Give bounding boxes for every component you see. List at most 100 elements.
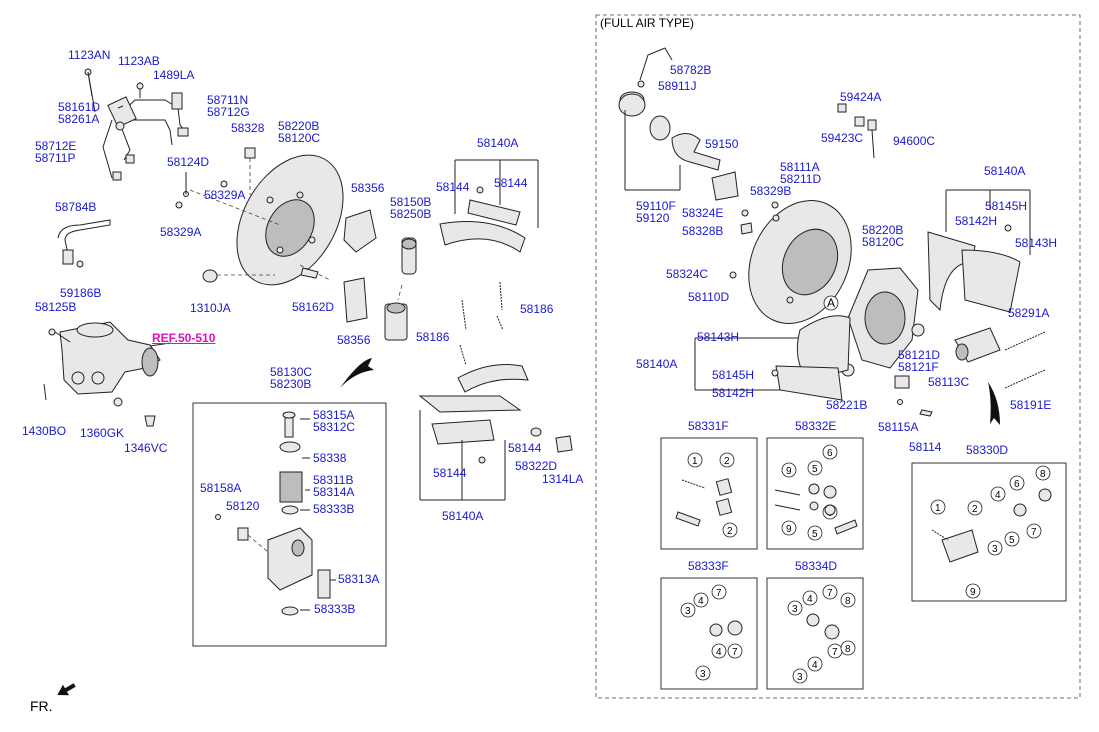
part-label[interactable]: 58120C bbox=[278, 131, 321, 145]
part-label[interactable]: 58329A bbox=[204, 188, 246, 202]
part-label[interactable]: 58911J bbox=[658, 79, 697, 93]
part-label[interactable]: 58110D bbox=[688, 290, 730, 304]
part-label[interactable]: 58186 bbox=[416, 330, 450, 344]
part-label[interactable]: 59424A bbox=[840, 90, 882, 104]
part-label[interactable]: 58338 bbox=[313, 451, 347, 465]
part-label[interactable]: 58113C bbox=[928, 375, 970, 389]
pointer-arrow-left bbox=[340, 358, 374, 388]
part-label[interactable]: 58150B bbox=[390, 195, 432, 209]
part-label[interactable]: 58144 bbox=[436, 180, 470, 194]
part-label[interactable]: 58221B bbox=[826, 398, 868, 412]
part-label[interactable]: 58250B bbox=[390, 207, 432, 221]
part-label[interactable]: 58120 bbox=[226, 499, 260, 513]
part-label[interactable]: 58211D bbox=[780, 172, 822, 186]
part-label[interactable]: 1489LA bbox=[153, 68, 195, 82]
part-label[interactable]: 1314LA bbox=[542, 472, 584, 486]
part-label[interactable]: 58314A bbox=[313, 485, 355, 499]
full-air-frame bbox=[595, 14, 1081, 699]
reference-link[interactable]: REF.50-510 bbox=[152, 331, 216, 345]
part-label[interactable]: 58114 bbox=[909, 440, 942, 454]
part-label[interactable]: 94600C bbox=[893, 134, 936, 148]
part-label[interactable]: 58782B bbox=[670, 63, 712, 77]
part-label[interactable]: 58333F bbox=[688, 559, 729, 573]
part-label[interactable]: 58162D bbox=[292, 300, 335, 314]
part-label[interactable]: 58712G bbox=[207, 105, 250, 119]
part-label[interactable]: 58125B bbox=[35, 300, 77, 314]
part-label[interactable]: 58333B bbox=[313, 502, 355, 516]
part-label[interactable]: 58331F bbox=[688, 419, 729, 433]
part-label[interactable]: 58220B bbox=[278, 119, 320, 133]
part-label[interactable]: 58140A bbox=[636, 357, 678, 371]
part-label[interactable]: 58120C bbox=[862, 235, 905, 249]
part-label[interactable]: 58328B bbox=[682, 224, 724, 238]
part-label[interactable]: 58329A bbox=[160, 225, 202, 239]
part-label[interactable]: 58144 bbox=[433, 466, 467, 480]
part-label[interactable]: 58161D bbox=[58, 100, 101, 114]
part-label[interactable]: 58140A bbox=[442, 509, 484, 523]
part-label[interactable]: 58142H bbox=[955, 214, 998, 228]
part-label[interactable]: 58313A bbox=[338, 572, 380, 586]
part-label[interactable]: 58140A bbox=[477, 136, 519, 150]
part-label[interactable]: 58144 bbox=[494, 176, 528, 190]
kit-items: 1 2 2 9 9 5 6 5 6 1 2 4 6 8 3 5 7 9 3 4 … bbox=[675, 444, 1052, 684]
part-label[interactable]: 58143H bbox=[1015, 236, 1058, 250]
part-label[interactable]: 59120 bbox=[636, 211, 670, 225]
part-label[interactable]: 58334D bbox=[795, 559, 838, 573]
part-label[interactable]: 1310JA bbox=[190, 301, 231, 315]
steering-knuckle bbox=[43, 321, 171, 427]
part-label[interactable]: 58220B bbox=[862, 223, 904, 237]
part-label[interactable]: 58332E bbox=[795, 419, 837, 433]
part-label[interactable]: 58711N bbox=[207, 93, 249, 107]
part-label[interactable]: 58330D bbox=[966, 443, 1009, 457]
part-label[interactable]: 1123AN bbox=[68, 48, 111, 62]
part-label[interactable]: 58333B bbox=[314, 602, 356, 616]
part-label[interactable]: 58322D bbox=[515, 459, 558, 473]
part-label[interactable]: 58311B bbox=[313, 473, 354, 487]
part-label[interactable]: 58145H bbox=[712, 368, 755, 382]
part-label[interactable]: 59186B bbox=[60, 286, 102, 300]
part-label[interactable]: 58324E bbox=[682, 206, 724, 220]
part-label[interactable]: 58143H bbox=[697, 330, 740, 344]
part-label[interactable]: 58784B bbox=[55, 200, 97, 214]
part-label[interactable]: 1360GK bbox=[80, 426, 125, 440]
part-label[interactable]: 58140A bbox=[984, 164, 1026, 178]
part-label[interactable]: 58312C bbox=[313, 420, 356, 434]
part-label[interactable]: 58130C bbox=[270, 365, 313, 379]
part-label[interactable]: 58329B bbox=[750, 184, 792, 198]
svg-text:2: 2 bbox=[727, 526, 733, 537]
kit-box-58330D bbox=[911, 462, 1067, 602]
part-label[interactable]: 58186 bbox=[520, 302, 554, 316]
part-label[interactable]: 58144 bbox=[508, 441, 542, 455]
part-label[interactable]: 58230B bbox=[270, 377, 312, 391]
part-label[interactable]: 58315A bbox=[313, 408, 355, 422]
part-label[interactable]: 58324C bbox=[666, 267, 709, 281]
part-label[interactable]: 58145H bbox=[985, 199, 1028, 213]
part-label[interactable]: 58712E bbox=[35, 139, 77, 153]
part-label[interactable]: 58111A bbox=[780, 160, 820, 174]
part-label[interactable]: 58711P bbox=[35, 151, 76, 165]
part-label[interactable]: 59423C bbox=[821, 131, 864, 145]
part-label[interactable]: 1123AB bbox=[118, 54, 160, 68]
part-label[interactable]: 1346VC bbox=[124, 441, 168, 455]
part-label[interactable]: 58261A bbox=[58, 112, 100, 126]
brake-shoes-right bbox=[694, 189, 1031, 401]
part-label[interactable]: 58121F bbox=[898, 360, 939, 374]
part-label[interactable]: 58356 bbox=[337, 333, 371, 347]
part-label[interactable]: 58191E bbox=[1010, 398, 1052, 412]
part-label[interactable]: 58142H bbox=[712, 386, 755, 400]
part-label[interactable]: 58121D bbox=[898, 348, 941, 362]
part-label[interactable]: 58328 bbox=[231, 121, 265, 135]
part-label[interactable]: 58115A bbox=[878, 420, 919, 434]
svg-text:8: 8 bbox=[845, 596, 851, 607]
kit-box-58334D bbox=[766, 577, 864, 690]
part-label[interactable]: 58291A bbox=[1008, 306, 1050, 320]
svg-text:3: 3 bbox=[700, 669, 706, 680]
svg-text:9: 9 bbox=[786, 524, 792, 535]
part-label[interactable]: 59110F bbox=[636, 199, 676, 213]
part-label[interactable]: 59150 bbox=[705, 137, 739, 151]
part-label[interactable]: 58356 bbox=[351, 181, 385, 195]
svg-text:7: 7 bbox=[827, 588, 833, 599]
part-label[interactable]: 1430BO bbox=[22, 424, 67, 438]
part-label[interactable]: 58158A bbox=[200, 481, 242, 495]
part-label[interactable]: 58124D bbox=[167, 155, 210, 169]
